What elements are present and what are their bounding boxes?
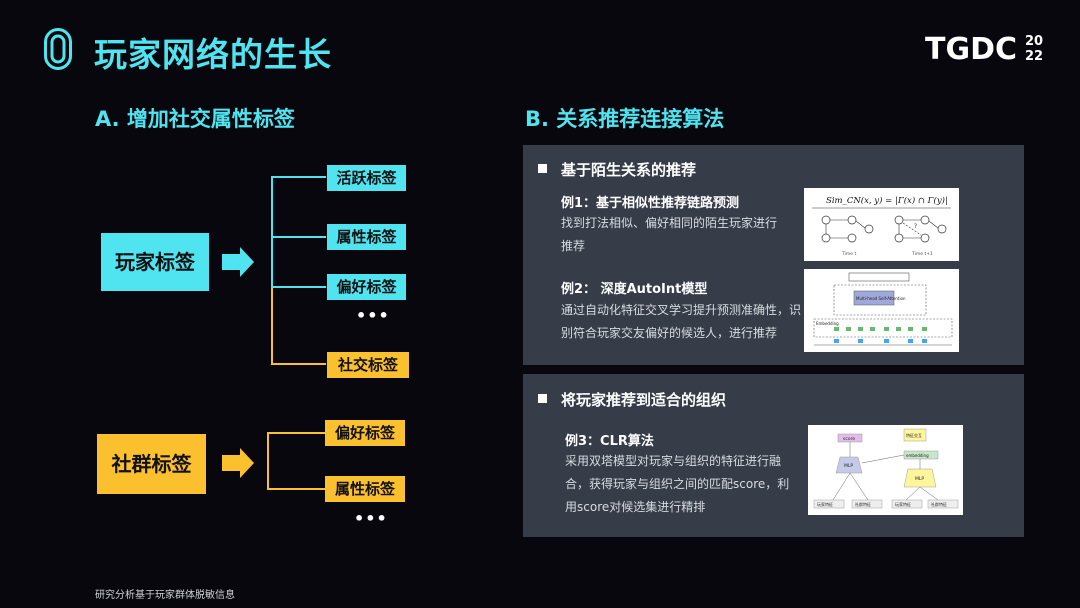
arrow-right-icon bbox=[222, 448, 254, 478]
section-a-title: A. 增加社交属性标签 bbox=[95, 107, 295, 131]
page-title: 玩家网络的生长 bbox=[94, 35, 332, 74]
group-tag-preference: 偏好标签 bbox=[325, 420, 405, 446]
formula-text: Sim_CN(x, y) = |Γ(x) ∩ Γ(y)| bbox=[826, 195, 948, 206]
svg-text:MLP: MLP bbox=[844, 463, 853, 469]
logo-year-bottom: 22 bbox=[1025, 49, 1043, 64]
tag-preference: 偏好标签 bbox=[327, 274, 406, 300]
section-b-title: B. 关系推荐连接算法 bbox=[525, 107, 725, 131]
link-prediction-figure: Sim_CN(x, y) = |Γ(x) ∩ Γ(y)| ? Time t Ti… bbox=[804, 188, 959, 261]
example1-desc: 找到打法相似、偏好相同的陌生玩家进行推荐 bbox=[561, 216, 778, 253]
svg-text:?: ? bbox=[914, 223, 917, 230]
tgdc-logo: TGDC 20 22 bbox=[925, 32, 1043, 67]
clr-two-tower-figure: score MLP 特征交互 embedding MLP 玩家特征 社群特征 玩… bbox=[808, 425, 963, 515]
svg-text:玩家特征: 玩家特征 bbox=[895, 501, 911, 507]
example2-title: 例2： 深度AutoInt模型 bbox=[561, 282, 708, 297]
group-tree-line bbox=[267, 432, 326, 490]
logo-text: TGDC bbox=[925, 32, 1017, 67]
title-logo-icon bbox=[44, 28, 72, 70]
svg-text:玩家特征: 玩家特征 bbox=[817, 501, 833, 507]
tag-attribute: 属性标签 bbox=[327, 224, 406, 250]
example2-desc: 通过自动化特征交叉学习提升预测准确性，识别符合玩家交友偏好的候选人，进行推荐 bbox=[561, 303, 802, 340]
example3-title: 例3：CLR算法 bbox=[565, 434, 654, 449]
player-tree-gold-line bbox=[271, 288, 326, 365]
group-tag-box: 社群标签 bbox=[97, 434, 206, 494]
tag-active: 活跃标签 bbox=[327, 165, 406, 191]
svg-text:MLP: MLP bbox=[915, 476, 924, 482]
svg-text:score: score bbox=[843, 436, 855, 442]
svg-text:社群特征: 社群特征 bbox=[931, 501, 947, 507]
attention-block-label: Multi-head Self-Attention bbox=[856, 296, 906, 301]
organization-recommendation-panel: 将玩家推荐到适合的组织 例3：CLR算法 采用双塔模型对玩家与组织的特征进行融合… bbox=[523, 374, 1024, 537]
panel2-heading: 将玩家推荐到适合的组织 bbox=[561, 391, 727, 409]
tag-social: 社交标签 bbox=[327, 352, 409, 378]
more-dots: ••• bbox=[354, 509, 388, 528]
player-tree-cyan-line bbox=[271, 176, 326, 288]
stranger-recommendation-panel: 基于陌生关系的推荐 例1：基于相似性推荐链路预测 找到打法相似、偏好相同的陌生玩… bbox=[523, 145, 1024, 365]
bullet-icon bbox=[538, 394, 547, 403]
logo-year-top: 20 bbox=[1025, 34, 1043, 49]
footnote: 研究分析基于玩家群体脱敏信息 bbox=[95, 590, 235, 601]
player-tag-box: 玩家标签 bbox=[101, 233, 209, 291]
example1-title: 例1：基于相似性推荐链路预测 bbox=[561, 196, 740, 211]
panel1-heading: 基于陌生关系的推荐 bbox=[561, 161, 697, 179]
svg-text:特征交互: 特征交互 bbox=[906, 432, 922, 438]
svg-text:Embedding: Embedding bbox=[816, 321, 839, 326]
svg-text:Time t+1: Time t+1 bbox=[911, 251, 933, 257]
svg-text:社群特征: 社群特征 bbox=[855, 501, 871, 507]
autoint-model-figure: Multi-head Self-Attention Embedding bbox=[804, 269, 959, 352]
arrow-right-icon bbox=[222, 247, 254, 277]
svg-text:Time t: Time t bbox=[841, 251, 856, 257]
svg-text:embedding: embedding bbox=[906, 453, 929, 458]
example3-desc: 采用双塔模型对玩家与组织的特征进行融合，获得玩家与组织之间的匹配score，利用… bbox=[565, 454, 790, 514]
more-dots: ••• bbox=[356, 306, 390, 325]
bullet-icon bbox=[538, 164, 547, 173]
group-tag-attribute: 属性标签 bbox=[325, 476, 405, 502]
